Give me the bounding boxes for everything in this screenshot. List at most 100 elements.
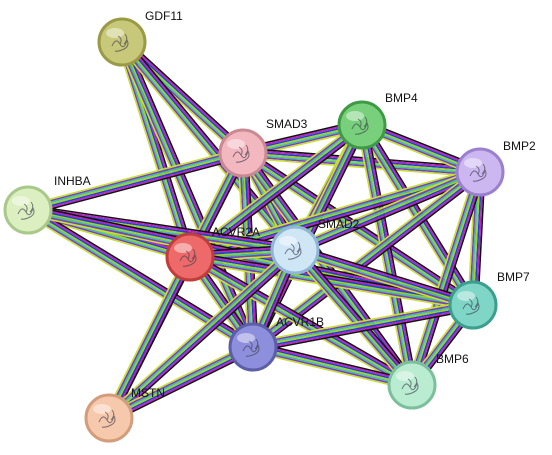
edge-bmp2-bmp6 [408, 170, 478, 385]
edge-smad2-mstn [104, 245, 293, 416]
edge-acvr1b-bmp6 [252, 344, 414, 385]
edge-gdf11-smad2 [122, 40, 298, 250]
edge-smad3-inhba [26, 150, 244, 210]
node-circle[interactable] [218, 128, 268, 178]
node-label-bmp7: BMP7 [497, 270, 530, 284]
edge-gdf11-smad2 [121, 41, 296, 251]
edge-inhba-smad2 [27, 204, 297, 247]
edge-smad3-inhba [25, 147, 243, 207]
node-label-acvr2a: ACVR2A [212, 225, 260, 239]
node-highlight [227, 139, 245, 149]
node-circle[interactable] [448, 280, 498, 330]
edge-acvr1b-mstn [108, 346, 254, 419]
node-circle[interactable] [97, 17, 147, 67]
edge-acvr2a-mstn [106, 255, 190, 419]
node-acvr1b[interactable]: ACVR1B [228, 315, 324, 372]
edge-smad3-bmp2 [242, 147, 482, 169]
edge-bmp7-acvr1b [251, 301, 474, 345]
edge-smad2-mstn [111, 252, 300, 423]
node-mstn[interactable]: MSTN [84, 386, 165, 443]
node-label-acvr1b: ACVR1B [276, 315, 324, 329]
edge-gdf11-smad2 [119, 42, 295, 252]
edge-gdf11-acvr1b [121, 41, 254, 348]
node-bmp7[interactable]: BMP7 [448, 270, 530, 330]
edge-smad3-bmp2 [242, 150, 481, 172]
edge-acvr2a-mstn [105, 254, 188, 418]
edge-smad3-bmp7 [240, 154, 473, 309]
node-circle[interactable] [3, 185, 53, 235]
node-label-inhba: INHBA [54, 174, 91, 188]
node-circle[interactable] [387, 360, 437, 410]
edge-smad3-inhba [27, 153, 245, 213]
protein-structure-icon [401, 376, 419, 395]
node-smad3[interactable]: SMAD3 [218, 117, 308, 178]
edge-smad2-bmp6 [295, 248, 415, 385]
edge-gdf11-smad3 [124, 37, 248, 151]
edge-bmp2-smad2 [292, 166, 479, 247]
node-label-mstn: MSTN [131, 386, 165, 400]
edge-acvr2a-mstn [103, 254, 187, 417]
edge-bmp2-bmp6 [415, 172, 486, 388]
node-circle[interactable] [337, 100, 387, 150]
node-circle[interactable] [270, 225, 320, 275]
edge-gdf11-smad2 [117, 44, 293, 254]
edge-acvr1b-bmp6 [252, 346, 413, 386]
node-circle[interactable] [165, 232, 215, 282]
edge-gdf11-acvr1b [122, 40, 256, 348]
node-highlight [279, 236, 297, 246]
edge-bmp7-acvr1b [252, 304, 474, 348]
node-circle[interactable] [228, 322, 278, 372]
node-label-smad2: SMAD2 [318, 217, 360, 231]
node-label-bmp6: BMP6 [436, 352, 469, 366]
edge-bmp2-bmp6 [412, 171, 483, 387]
edge-bmp2-smad2 [294, 171, 481, 251]
edge-smad2-bmp7 [294, 247, 475, 305]
node-smad2[interactable]: SMAD2 [270, 217, 360, 275]
protein-structure-icon [242, 338, 260, 357]
edge-bmp2-smad2 [292, 168, 480, 248]
edge-bmp2-smad2 [293, 169, 481, 250]
edge-bmp4-acvr2a [186, 120, 360, 254]
node-acvr2a[interactable]: ACVR2A [165, 225, 260, 282]
edge-bmp7-acvr1b [252, 307, 475, 351]
node-inhba[interactable]: INHBA [3, 174, 91, 235]
edge-smad2-bmp6 [291, 251, 411, 388]
protein-structure-icon [111, 33, 129, 52]
edge-bmp2-bmp6 [406, 169, 477, 385]
edge-smad2-bmp7 [294, 249, 474, 306]
edge-inhba-smad2 [27, 206, 297, 248]
edge-bmp4-bmp6 [358, 124, 410, 387]
edge-acvr2a-bmp6 [190, 253, 415, 384]
edge-bmp2-bmp6 [409, 170, 480, 386]
edge-acvr2a-bmp6 [189, 256, 413, 386]
edge-smad3-bmp2 [242, 149, 482, 170]
node-gdf11[interactable]: GDF11 [97, 9, 183, 67]
edge-acvr2a-bmp6 [186, 260, 411, 390]
node-circle[interactable] [455, 147, 505, 197]
edge-smad3-bmp2 [242, 152, 481, 173]
edge-bmp2-smad2 [294, 172, 482, 253]
edge-bmp4-acvr2a [187, 121, 361, 256]
edge-gdf11-acvr1b [124, 39, 257, 347]
node-bmp4[interactable]: BMP4 [337, 91, 418, 150]
node-bmp2[interactable]: BMP2 [455, 139, 536, 197]
edge-acvr1b-mstn [110, 350, 256, 424]
node-bmp6[interactable]: BMP6 [387, 352, 469, 410]
edge-acvr1b-mstn [109, 349, 256, 422]
protein-structure-icon [469, 163, 487, 182]
node-circle[interactable] [84, 393, 134, 443]
edge-smad3-inhba [27, 152, 244, 211]
edge-smad3-bmp2 [242, 153, 481, 175]
edge-smad2-bmp7 [292, 253, 473, 311]
edge-smad2-bmp6 [297, 246, 417, 383]
edge-acvr1b-mstn [107, 344, 254, 418]
protein-structure-icon [179, 248, 197, 267]
edge-acvr1b-bmp6 [251, 349, 413, 389]
edge-gdf11-acvr2a [116, 42, 187, 260]
node-highlight [237, 333, 255, 343]
edge-smad2-bmp6 [290, 252, 410, 389]
node-highlight [464, 158, 482, 168]
edge-bmp4-bmp6 [356, 125, 409, 387]
edge-bmp4-bmp6 [361, 124, 413, 386]
